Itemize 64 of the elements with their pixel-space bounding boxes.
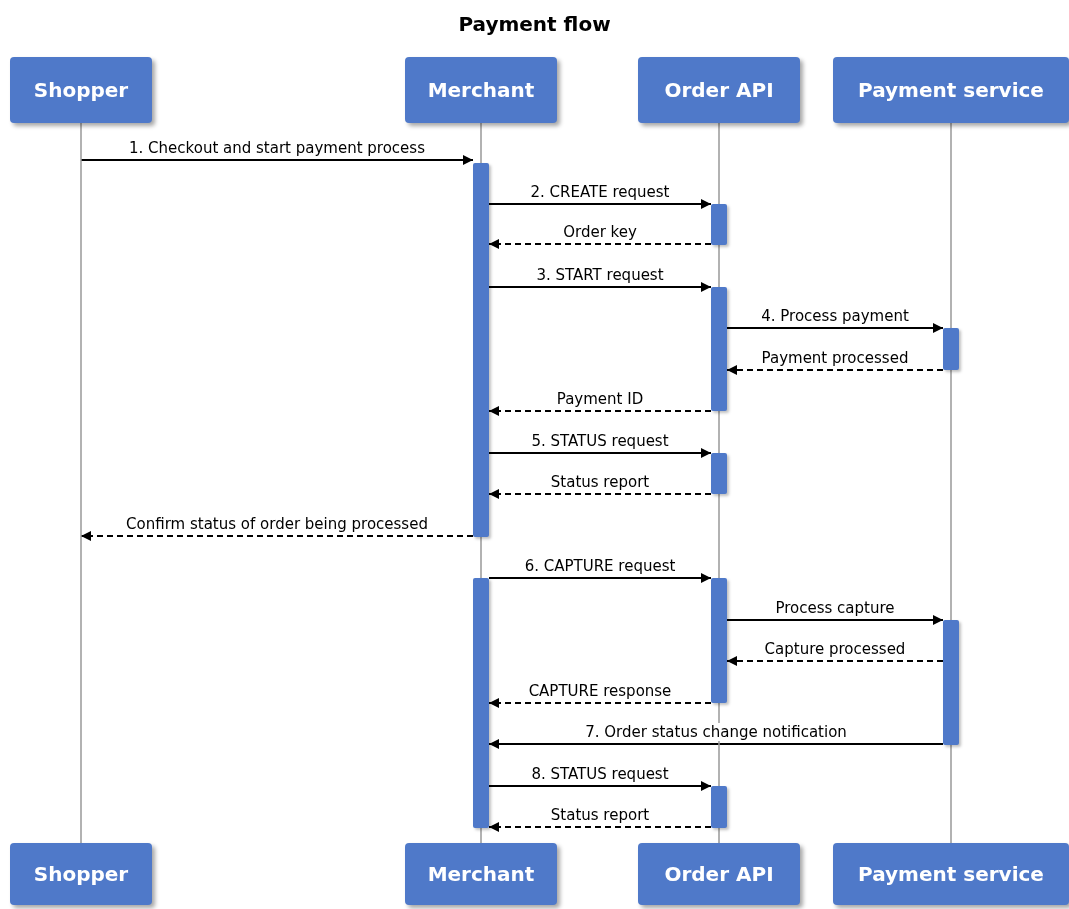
activation-bar [473,163,489,537]
message-label: Payment ID [555,390,645,408]
message-label: Confirm status of order being processed [125,515,429,533]
message-label: Order key [562,223,638,241]
message-label: Status report [549,806,651,824]
participant-box: Merchant [405,57,557,123]
activation-bar [943,328,959,370]
activation-bar [711,786,727,828]
message-label: Status report [549,473,651,491]
activation-bar [711,204,727,245]
participant-box: Payment service [833,57,1069,123]
message-arrow [726,615,944,625]
activation-bar [711,453,727,494]
lifeline [950,744,952,844]
lifeline [718,827,720,844]
message-arrow [488,282,712,292]
message-arrow [488,739,944,749]
message-arrow [488,781,712,791]
message-label: 2. CREATE request [529,183,671,201]
return-arrow [488,698,712,708]
participant-box: Shopper [10,57,152,123]
message-label: 3. START request [535,266,665,284]
return-arrow [726,656,944,666]
lifeline [480,122,482,164]
message-label: Payment processed [760,349,910,367]
return-arrow [488,239,712,249]
lifeline [718,410,720,454]
message-label: 8. STATUS request [530,765,670,783]
activation-bar [943,620,959,745]
message-arrow [488,199,712,209]
message-label: 6. CAPTURE request [523,557,677,575]
message-arrow [488,448,712,458]
activation-bar [711,287,727,411]
lifeline [718,493,720,579]
participant-box: Order API [638,843,800,905]
message-arrow [488,573,712,583]
lifeline [80,122,82,844]
lifeline [950,369,952,621]
message-label: CAPTURE response [527,682,673,700]
return-arrow [726,365,944,375]
lifeline [718,122,720,205]
message-label: Process capture [774,599,896,617]
lifeline [480,827,482,844]
message-arrow [726,323,944,333]
lifeline [950,122,952,329]
message-arrow [80,155,474,165]
message-label: Capture processed [763,640,907,658]
participant-box: Merchant [405,843,557,905]
diagram-title: Payment flow [458,12,611,36]
return-arrow [80,531,474,541]
participant-box: Order API [638,57,800,123]
message-label: 7. Order status change notification [584,723,848,741]
message-label: 5. STATUS request [530,432,670,450]
lifeline [480,536,482,579]
activation-bar [473,578,489,828]
lifeline [718,244,720,288]
return-arrow [488,489,712,499]
participant-box: Payment service [833,843,1069,905]
return-arrow [488,822,712,832]
message-label: 4. Process payment [760,307,910,325]
message-label: 1. Checkout and start payment process [128,139,426,157]
activation-bar [711,578,727,703]
return-arrow [488,406,712,416]
participant-box: Shopper [10,843,152,905]
